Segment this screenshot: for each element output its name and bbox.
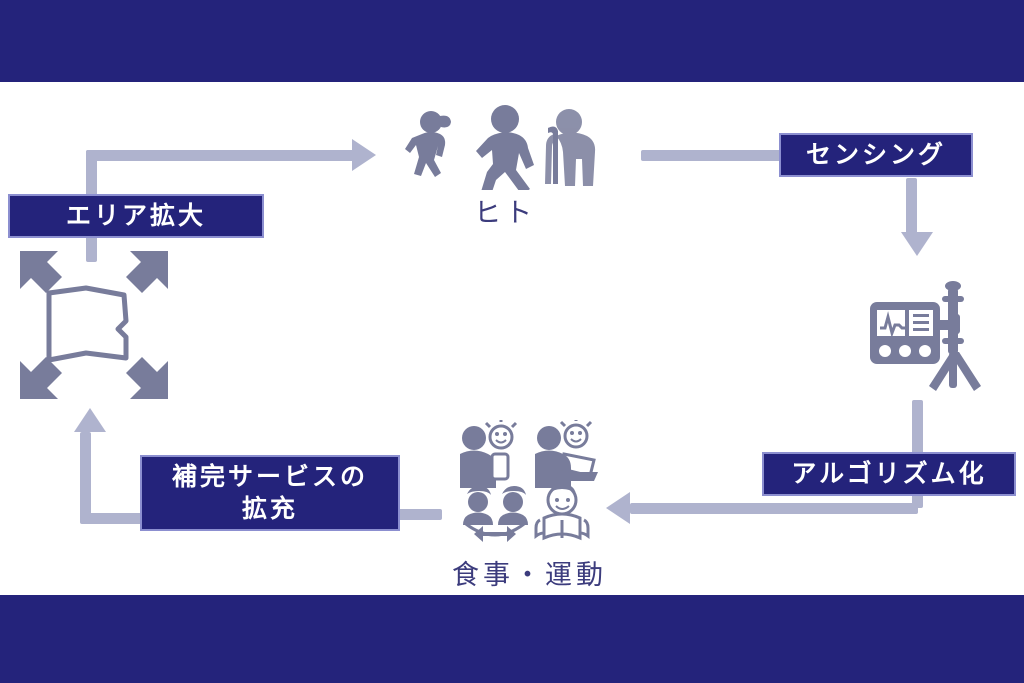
caption-diet-exercise: 食事・運動 <box>452 560 607 590</box>
arrowhead-to-lifestyle <box>606 492 630 524</box>
connector-sensing-to-sensor <box>906 178 917 236</box>
top-navy-band <box>0 0 1024 82</box>
people-group-icon <box>398 102 613 190</box>
label-algorithmization-text: アルゴリズム化 <box>791 460 987 488</box>
label-algorithmization[interactable]: アルゴリズム化 <box>762 452 1016 496</box>
connector-left-to-map <box>80 432 91 518</box>
connector-algorithm-to-lifestyle <box>630 503 918 514</box>
measurement-device-icon <box>862 278 982 396</box>
label-complementary-service-line1: 補完サービスの <box>171 463 368 491</box>
arrowhead-to-map <box>74 408 106 432</box>
label-sensing-text: センシング <box>805 141 946 169</box>
bottom-navy-band <box>0 595 1024 683</box>
label-complementary-service[interactable]: 補完サービスの 拡充 <box>140 455 400 531</box>
connector-people-to-sensing <box>641 150 781 161</box>
connector-lifestyle-to-service <box>396 509 442 520</box>
arrowhead-to-sensor <box>901 232 933 256</box>
label-area-expansion-text: エリア拡大 <box>65 202 206 230</box>
label-sensing[interactable]: センシング <box>779 133 973 177</box>
connector-service-to-left <box>80 513 152 524</box>
label-complementary-service-line2: 拡充 <box>241 495 298 523</box>
expanding-map-icon <box>14 245 174 405</box>
caption-people: ヒト <box>474 198 536 228</box>
diet-exercise-icons <box>452 420 602 545</box>
label-area-expansion[interactable]: エリア拡大 <box>8 194 264 238</box>
connector-top-to-people <box>86 150 354 161</box>
arrowhead-to-people <box>352 139 376 171</box>
